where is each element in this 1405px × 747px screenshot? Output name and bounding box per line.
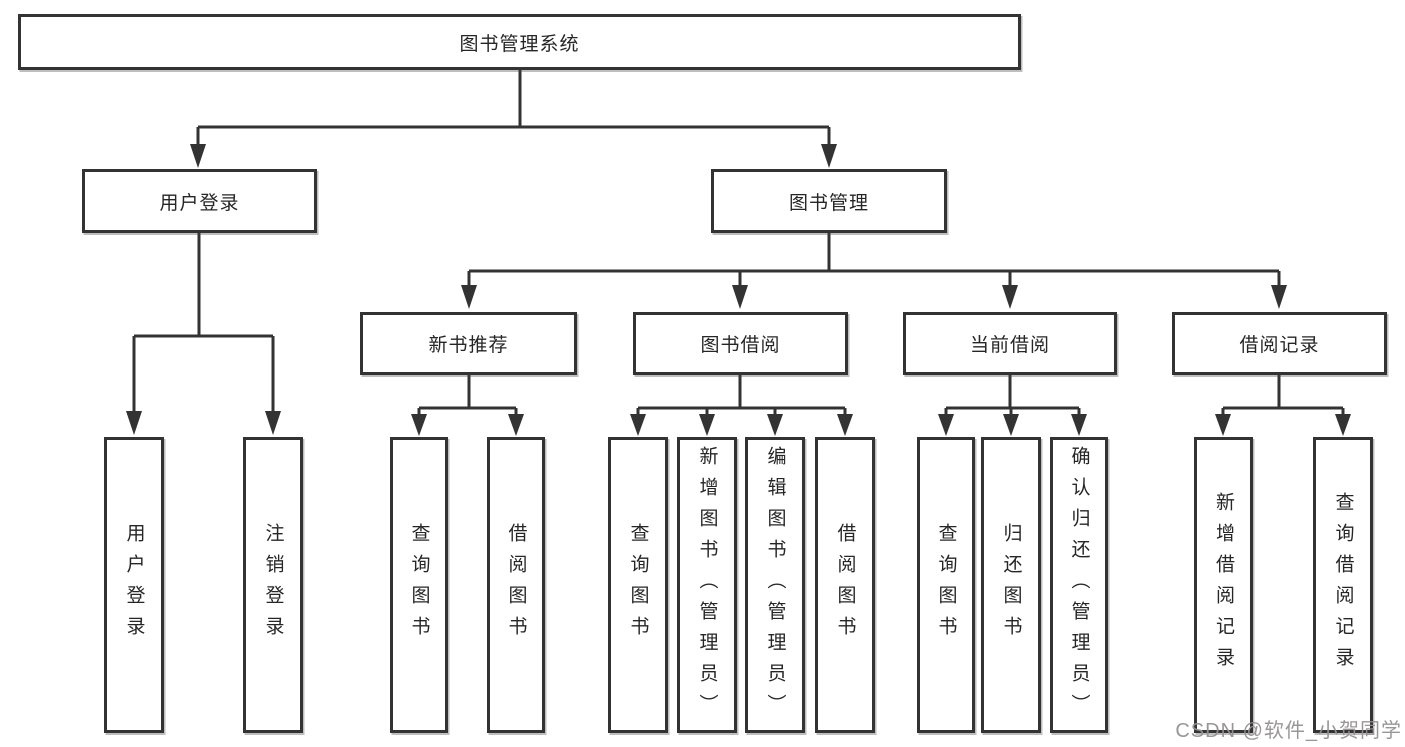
node-leaf-query-books-1: 查询图书 (390, 437, 448, 733)
node-label: 图书管理系统 (459, 33, 580, 55)
node-label: 当前借阅 (969, 335, 1050, 356)
node-label: 新书推荐 (428, 335, 509, 356)
node-label: 新增借阅记录 (1213, 492, 1234, 678)
node-leaf-borrow-books-1: 借阅图书 (487, 437, 545, 733)
node-label: 图书借阅 (700, 335, 781, 356)
node-label: 借阅图书 (505, 523, 527, 647)
node-user-login-branch: 用户登录 (82, 169, 317, 233)
node-leaf-edit-books-admin: 编辑图书（管理员） (745, 437, 805, 733)
node-library-management-system: 图书管理系统 (18, 14, 1021, 70)
node-label: 注销登录 (262, 523, 284, 647)
node-label: 用户登录 (123, 523, 145, 647)
node-label: 确认归还（管理员） (1068, 445, 1090, 725)
node-label: 查询图书 (408, 523, 430, 647)
node-leaf-confirm-return-admin: 确认归还（管理员） (1050, 437, 1108, 733)
node-leaf-add-borrow-record: 新增借阅记录 (1194, 437, 1253, 733)
arrowhead-icons (126, 144, 1351, 436)
node-label: 借阅图书 (834, 523, 856, 647)
node-label: 借阅记录 (1239, 335, 1320, 356)
node-label: 查询借阅记录 (1332, 492, 1354, 678)
node-book-management-branch: 图书管理 (711, 169, 947, 233)
node-label: 新增图书（管理员） (696, 445, 718, 725)
node-leaf-borrow-books-2: 借阅图书 (815, 437, 875, 733)
node-label: 用户登录 (159, 192, 240, 214)
watermark-text: CSDN @软件_小贺同学 (1175, 720, 1402, 742)
node-label: 查询图书 (935, 523, 957, 647)
node-current-borrow: 当前借阅 (903, 312, 1117, 375)
node-label: 归还图书 (1000, 523, 1022, 647)
node-label: 编辑图书（管理员） (764, 445, 786, 725)
node-leaf-query-books-3: 查询图书 (917, 437, 975, 733)
node-label: 查询图书 (627, 523, 649, 647)
node-leaf-query-borrow-record: 查询借阅记录 (1313, 437, 1373, 733)
node-leaf-return-books: 归还图书 (981, 437, 1041, 733)
node-label: 图书管理 (788, 192, 869, 214)
node-leaf-user-login: 用户登录 (104, 437, 164, 733)
node-book-borrow: 图书借阅 (633, 312, 848, 375)
node-new-book-recommend: 新书推荐 (360, 312, 577, 375)
node-borrow-records: 借阅记录 (1172, 312, 1387, 375)
node-leaf-add-books-admin: 新增图书（管理员） (677, 437, 737, 733)
node-leaf-logout: 注销登录 (243, 437, 303, 733)
node-leaf-query-books-2: 查询图书 (608, 437, 668, 733)
